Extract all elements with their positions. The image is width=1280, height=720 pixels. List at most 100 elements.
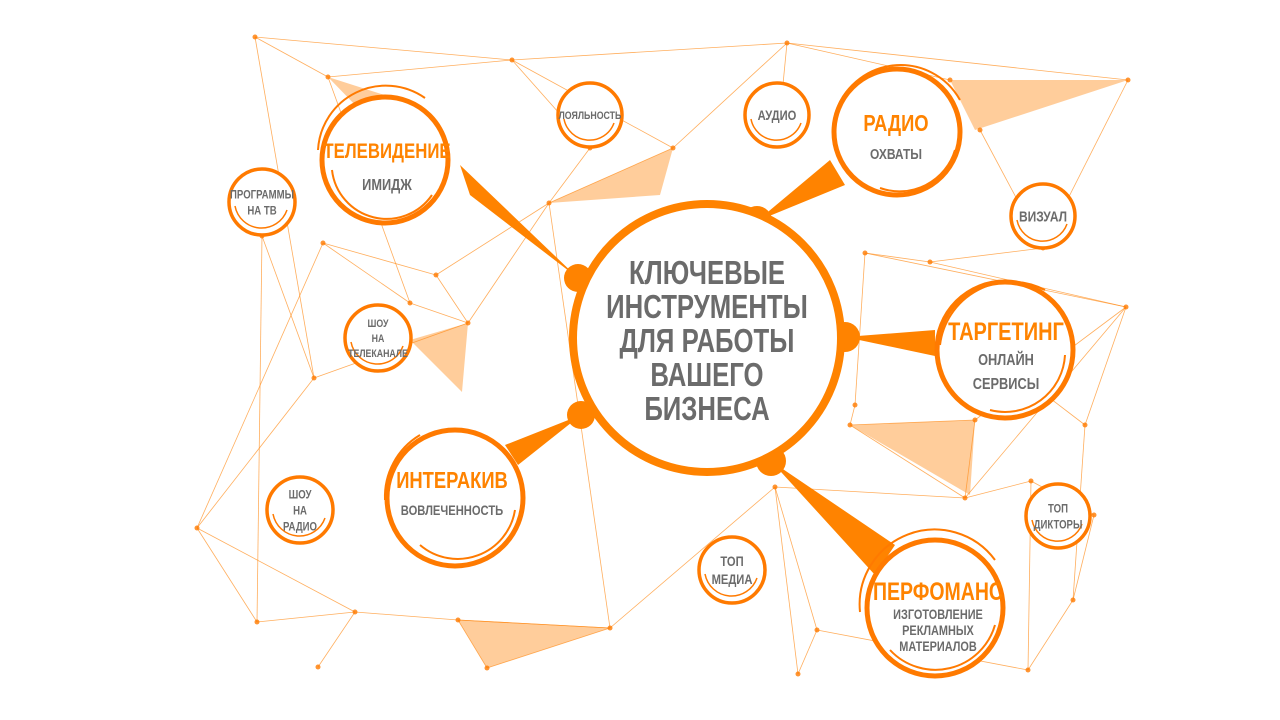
- network-point: [546, 200, 552, 206]
- network-point: [1082, 422, 1088, 428]
- network-line: [409, 302, 469, 324]
- connector-performance: [771, 461, 895, 575]
- network-line: [435, 274, 469, 324]
- top-media-label: ТОП: [720, 554, 743, 569]
- network-line: [786, 42, 1129, 81]
- center-line-5: БИЗНЕСА: [644, 391, 769, 428]
- node-interactive[interactable]: ИНТЕРАКИВ ВОВЛЕЧЕННОСТЬ: [383, 427, 526, 569]
- tv-programs-label: ПРОГРАММЫ: [230, 188, 294, 201]
- network-line: [864, 252, 931, 263]
- network-point: [862, 250, 868, 256]
- network-point: [772, 484, 778, 490]
- node-tv-programs[interactable]: ПРОГРАММЫ НА ТВ: [227, 167, 297, 237]
- network-point: [795, 671, 801, 677]
- node-top-media[interactable]: ТОП МЕДИА: [697, 535, 767, 605]
- network-line: [486, 627, 611, 669]
- network-line: [849, 404, 856, 426]
- radio-show-label: НА: [293, 504, 307, 517]
- node-performance[interactable]: ПЕРФОМАНС ИЗГОТОВЛЕНИЕ РЕКЛАМНЫХ МАТЕРИА…: [858, 528, 1006, 679]
- connector-targeting: [845, 330, 935, 356]
- network-point: [311, 375, 317, 381]
- network-line: [327, 59, 513, 78]
- network-line: [774, 486, 818, 631]
- network-line: [864, 252, 1127, 308]
- network-point: [607, 625, 613, 631]
- node-radio[interactable]: РАДИО ОХВАТЫ: [831, 64, 963, 198]
- network-point: [1028, 478, 1034, 484]
- network-point: [320, 240, 326, 246]
- performance-subtitle-3: МАТЕРИАЛОВ: [899, 639, 977, 655]
- node-audio[interactable]: АУДИО: [743, 81, 811, 149]
- node-tv[interactable]: ТЕЛЕВИДЕНИЕ ИМИДЖ: [317, 84, 451, 226]
- performance-subtitle-2: РЕКЛАМНЫХ: [902, 623, 974, 639]
- network-point: [784, 40, 790, 46]
- targeting-subtitle-1: ОНЛАЙН: [978, 350, 1034, 370]
- network-point: [1125, 77, 1131, 83]
- network-point: [1123, 304, 1129, 310]
- network-point: [962, 495, 968, 501]
- node-visual[interactable]: ВИЗУАЛ: [1009, 182, 1077, 250]
- network-line: [548, 147, 591, 204]
- network-point: [465, 320, 471, 326]
- radio-show-label: ШОУ: [289, 488, 312, 501]
- network-point: [352, 609, 358, 615]
- network-point: [325, 74, 331, 80]
- node-loyalty[interactable]: ЛОЯЛЬНОСТЬ: [556, 81, 624, 149]
- top-speakers-label: ТОП: [1048, 502, 1068, 515]
- network-line: [511, 42, 788, 61]
- network-line: [254, 36, 513, 61]
- network-point: [977, 127, 983, 133]
- network-point: [484, 665, 490, 671]
- network-point: [455, 617, 461, 623]
- network-point: [1091, 512, 1097, 518]
- center-line-1: КЛЮЧЕВЫЕ: [629, 255, 785, 292]
- visual-label: ВИЗУАЛ: [1019, 208, 1067, 225]
- loyalty-label: ЛОЯЛЬНОСТЬ: [559, 110, 622, 122]
- radio-title: РАДИО: [863, 111, 928, 136]
- network-line: [1072, 514, 1095, 601]
- connector-dot-interactive: [567, 401, 595, 429]
- network-line: [1084, 306, 1127, 426]
- network-line: [354, 611, 459, 621]
- network-point: [254, 619, 260, 625]
- center-node: КЛЮЧЕВЫЕ ИНСТРУМЕНТЫ ДЛЯ РАБОТЫ ВАШЕГО Б…: [569, 200, 845, 476]
- network-point: [972, 417, 978, 423]
- connector-interactive: [505, 415, 581, 465]
- network-line: [457, 619, 611, 629]
- network-point: [407, 300, 413, 306]
- network-line: [797, 629, 818, 675]
- network-line: [196, 377, 315, 529]
- network-line: [774, 486, 799, 675]
- tv-show-label: ТЕЛЕКАНАЛЕ: [348, 348, 408, 360]
- node-top-speakers[interactable]: ТОП ДИКТОРЫ: [1024, 482, 1092, 550]
- network-line: [322, 242, 411, 304]
- interactive-subtitle: ВОВЛЕЧЕННОСТЬ: [401, 503, 503, 518]
- radio-subtitle: ОХВАТЫ: [870, 146, 922, 163]
- network-point: [1025, 667, 1031, 673]
- tv-show-label: ШОУ: [368, 318, 390, 330]
- top-media-label: МЕДИА: [712, 572, 753, 587]
- network-point: [852, 402, 858, 408]
- network-line: [317, 611, 356, 668]
- network-line: [1027, 599, 1074, 671]
- network-line: [467, 202, 550, 324]
- network-point: [252, 34, 258, 40]
- node-targeting[interactable]: ТАРГЕТИНГ ОНЛАЙН СЕРВИСЫ: [934, 279, 1076, 421]
- network-point: [509, 57, 515, 63]
- network-line: [256, 235, 263, 623]
- interactive-title: ИНТЕРАКИВ: [396, 468, 508, 493]
- network-line: [196, 527, 258, 623]
- network-line: [929, 247, 1044, 263]
- tv-programs-label: НА ТВ: [247, 204, 276, 217]
- network-line: [849, 419, 976, 426]
- network-line: [854, 252, 866, 406]
- top-speakers-label: ДИКТОРЫ: [1034, 518, 1083, 531]
- shaded-triangle: [458, 620, 610, 668]
- network-line: [261, 235, 315, 379]
- network-point: [315, 664, 321, 670]
- network-line: [256, 611, 356, 623]
- connector-tv: [460, 165, 578, 278]
